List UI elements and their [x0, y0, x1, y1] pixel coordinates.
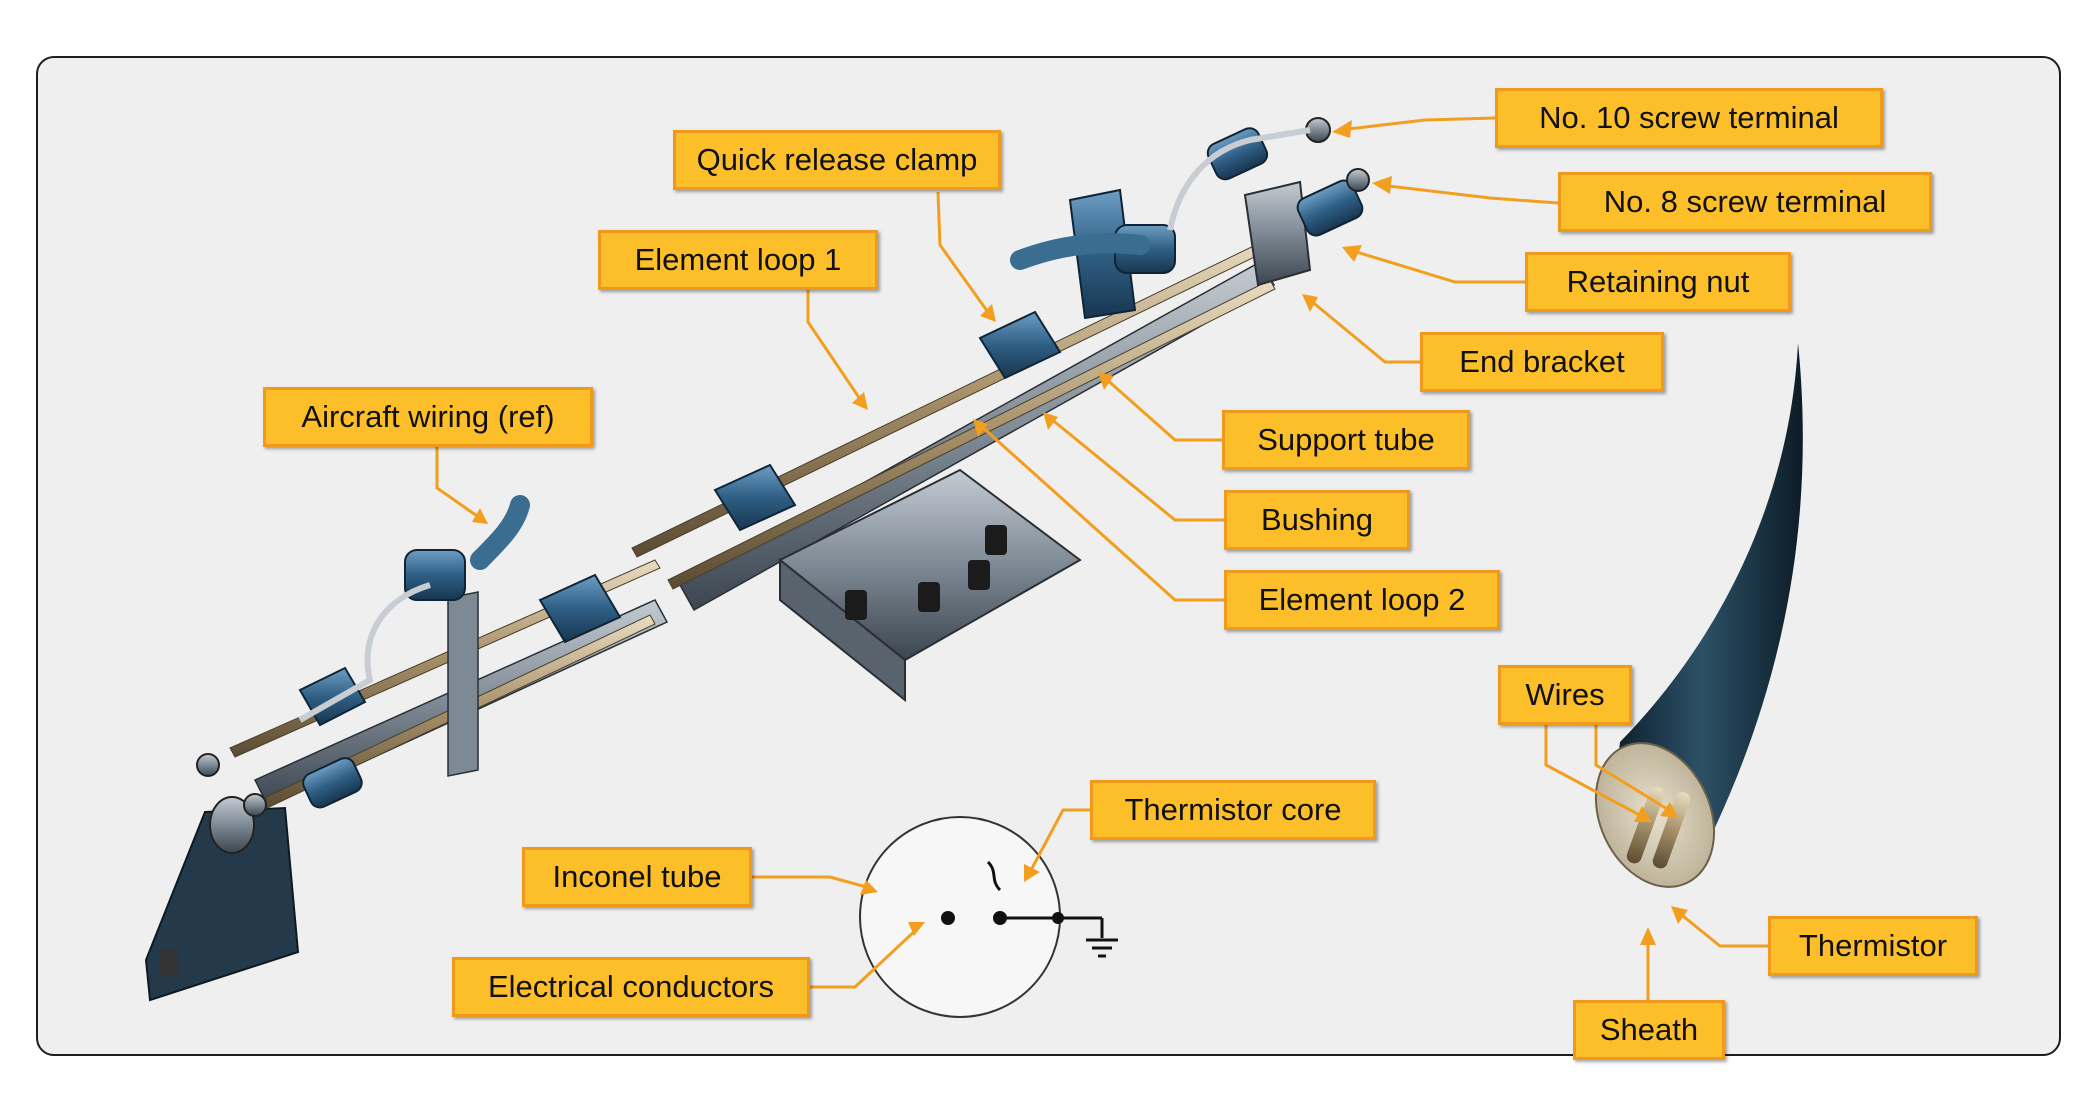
- label-bushing: Bushing: [1224, 490, 1410, 550]
- label-support-tube: Support tube: [1222, 410, 1470, 470]
- clamp-upper: [978, 310, 1062, 380]
- leader-wires-2: [1594, 723, 1673, 814]
- label-quick-release-clamp: Quick release clamp: [673, 130, 1001, 190]
- element-rod-lower-right: [667, 279, 1276, 590]
- leader-aircraft-wiring: [435, 447, 481, 520]
- label-end-bracket: End bracket: [1420, 332, 1664, 392]
- leader-arrowheads: [472, 120, 1688, 945]
- aircraft-wiring-cable-left: [470, 495, 530, 570]
- ground-junction-dot: [1052, 912, 1064, 924]
- leader-no10: [1339, 116, 1496, 132]
- wire-rod-1: [1626, 786, 1665, 864]
- left-bracket-bolt: [160, 950, 178, 976]
- label-thermistor: Thermistor: [1768, 916, 1978, 976]
- left-connector-housing: [302, 757, 363, 809]
- label-retaining-nut: Retaining nut: [1525, 252, 1791, 312]
- leader-retaining-nut: [1349, 248, 1525, 284]
- label-sheath: Sheath: [1573, 1000, 1725, 1060]
- no8-screw-terminal-part: [1346, 168, 1370, 192]
- clamp-left-inner: [538, 573, 622, 644]
- leader-inconel-tube: [752, 875, 871, 890]
- sheath-cutaway: [1594, 343, 1803, 888]
- detector-assembly: [144, 117, 1370, 1002]
- leader-thermistor: [1677, 910, 1768, 948]
- leader-electrical-conductors: [810, 926, 920, 989]
- right-end-bracket: [1068, 180, 1312, 320]
- thermistor-core-symbol: [986, 860, 1002, 892]
- conductor-dot-left: [941, 911, 955, 925]
- left-support-bracket: [447, 591, 479, 777]
- left-screw-terminal-lower: [243, 793, 267, 817]
- leader-element-loop-1: [806, 290, 864, 403]
- leader-wires-1: [1544, 723, 1646, 820]
- leader-quick-release: [936, 191, 992, 316]
- leader-thermistor-core: [1028, 808, 1090, 873]
- jumper-wire-right: [1167, 127, 1311, 231]
- wire-rod-2: [1652, 791, 1691, 869]
- label-element-loop-1: Element loop 1: [598, 230, 878, 290]
- jumper-wire-left: [298, 582, 431, 723]
- left-screw-terminal: [196, 753, 220, 777]
- leader-bushing: [1049, 416, 1224, 522]
- label-element-loop-2: Element loop 2: [1224, 570, 1500, 630]
- label-aircraft-wiring: Aircraft wiring (ref): [263, 387, 593, 447]
- clamp-middle: [713, 463, 797, 532]
- label-electrical-conductors: Electrical conductors: [452, 957, 810, 1017]
- leader-no8: [1379, 183, 1559, 205]
- sheath-body: [1618, 343, 1803, 878]
- label-wires: Wires: [1498, 665, 1632, 725]
- leader-element-loop-2: [978, 423, 1224, 602]
- label-no10-screw-terminal: No. 10 screw terminal: [1495, 88, 1883, 148]
- leader-support-tube: [1104, 376, 1222, 442]
- left-end-bracket: [144, 806, 300, 1002]
- schematic-symbol: [859, 816, 1118, 1018]
- label-inconel-tube: Inconel tube: [522, 847, 752, 907]
- aircraft-wiring-cable-right: [1010, 233, 1150, 270]
- label-no8-screw-terminal: No. 8 screw terminal: [1558, 172, 1932, 232]
- leader-lines: [435, 116, 1768, 1000]
- retaining-nut-housing: [1296, 179, 1364, 237]
- label-thermistor-core: Thermistor core: [1090, 780, 1376, 840]
- middle-mount-bracket: [778, 468, 1082, 703]
- leader-end-bracket: [1309, 298, 1420, 364]
- left-end-cap: [209, 796, 255, 854]
